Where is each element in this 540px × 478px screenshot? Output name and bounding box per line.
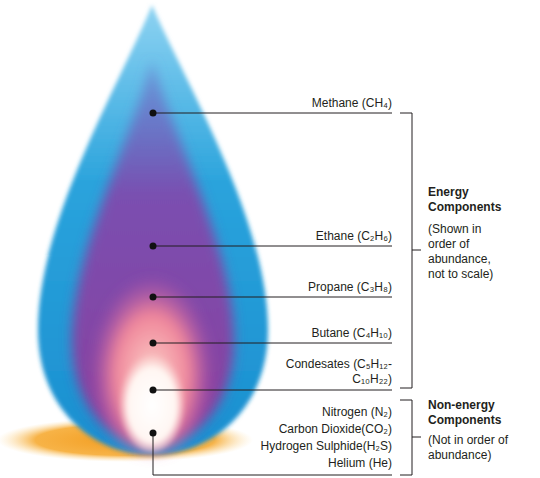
component-label: Ethane (C₂H₆) <box>316 229 392 244</box>
group-note: (Shown in order of abundance, not to sca… <box>428 222 510 282</box>
component-label: Nitrogen (N₂) <box>322 405 392 420</box>
component-label: Carbon Dioxide(CO₂) <box>279 422 392 437</box>
component-label: Helium (He) <box>328 456 392 471</box>
component-label: Propane (C₃H₈) <box>308 280 392 295</box>
component-label: Hydrogen Sulphide(H₂S) <box>261 439 392 454</box>
component-label: Methane (CH₄) <box>312 96 392 111</box>
component-label: Butane (C₄H₁₀) <box>311 326 392 341</box>
group-heading: Energy Components <box>428 185 536 215</box>
group-note: (Not in order of abundance) <box>428 433 510 463</box>
component-label: Condesates (C₅H₁₂-C₁₀H₂₂) <box>282 357 392 387</box>
group-heading: Non-energy Components <box>428 398 536 428</box>
